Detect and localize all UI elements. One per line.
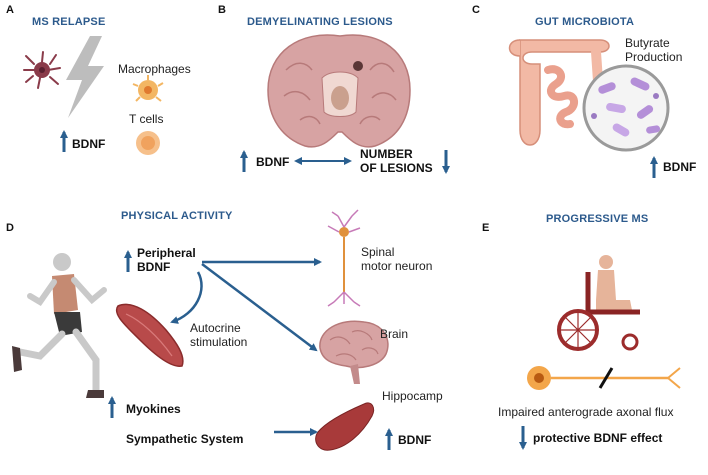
sympathetic-label: Sympathetic System (126, 432, 244, 446)
bacteria-magnifier-icon (582, 64, 670, 152)
panel-a-letter: A (6, 4, 14, 16)
peripheral-label-line1: Peripheral (137, 246, 196, 260)
autocrine-label-line1: Autocrine (190, 321, 241, 335)
macrophages-label: Macrophages (118, 62, 191, 76)
muscle-icon (115, 303, 184, 367)
runner-icon (12, 253, 107, 398)
spinal-label-line1: Spinal (361, 245, 395, 259)
lesions-label-line1: NUMBER (360, 147, 413, 161)
microglia-icon (23, 51, 61, 89)
butyrate-label-line2: Production (625, 50, 683, 64)
brain-icon (319, 320, 389, 384)
panel-a-bdnf-label: BDNF (72, 137, 106, 151)
panel-c-bdnf-label: BDNF (663, 160, 697, 174)
t-cells-label: T cells (129, 112, 164, 126)
hippocamp-label: Hippocamp (382, 389, 443, 403)
spinal-neuron-icon (327, 209, 361, 307)
arrow-to-muscle (170, 271, 203, 324)
arrow-to-brain (201, 263, 318, 352)
wheelchair-icon (557, 255, 640, 351)
panel-d-letter: D (6, 222, 14, 234)
panel-a-title: MS RELAPSE (32, 16, 106, 28)
panel-c (508, 39, 670, 178)
panel-d (12, 209, 393, 451)
spinal-label-line2: motor neuron (361, 259, 433, 273)
panel-b-title: DEMYELINATING LESIONS (247, 16, 393, 28)
t-cell-icon (136, 131, 160, 155)
panel-c-title: GUT MICROBIOTA (535, 16, 635, 28)
panel-b-letter: B (218, 4, 226, 16)
protective-effect-label: protective BDNF effect (533, 431, 663, 445)
panel-e (519, 255, 681, 450)
panel-b-bdnf-label: BDNF (256, 155, 290, 169)
panel-b (240, 34, 450, 174)
myokines-label: Myokines (126, 402, 181, 416)
panel-d-title: PHYSICAL ACTIVITY (121, 210, 233, 222)
panel-e-title: PROGRESSIVE MS (546, 213, 649, 225)
panel-e-letter: E (482, 222, 490, 234)
panel-d-bdnf-label: BDNF (398, 433, 432, 447)
axon-icon (527, 366, 681, 390)
brain-coronal-icon (267, 34, 411, 148)
macrophage-icon (132, 75, 164, 102)
panel-c-letter: C (472, 4, 480, 16)
hippocampus-icon (315, 402, 375, 451)
autocrine-label-line2: stimulation (190, 335, 248, 349)
brain-label: Brain (380, 327, 409, 341)
panel-a (23, 36, 164, 155)
lightning-icon (66, 36, 104, 118)
butyrate-label-line1: Butyrate (625, 36, 670, 50)
impaired-flux-label: Impaired anterograde axonal flux (498, 405, 674, 419)
lesions-label-line2: OF LESIONS (360, 161, 433, 175)
peripheral-label-line2: BDNF (137, 260, 171, 274)
